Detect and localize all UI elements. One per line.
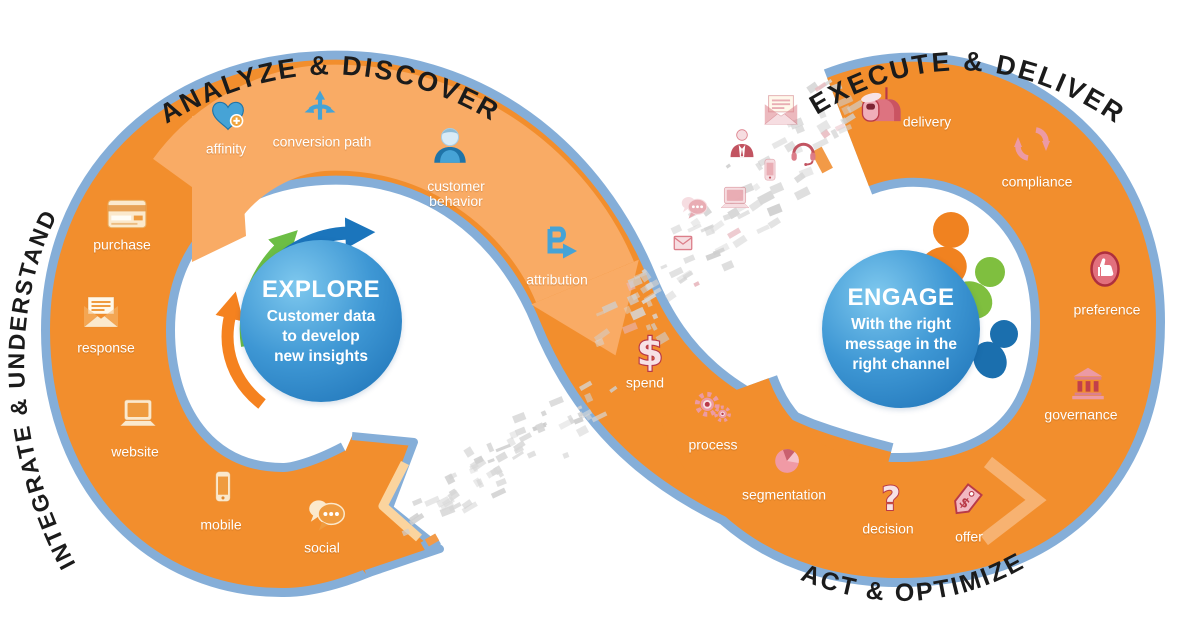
headset-icon	[787, 136, 820, 174]
band-fragments	[420, 146, 833, 553]
pie-chart-icon	[767, 449, 807, 485]
node-label: segmentation	[741, 486, 827, 503]
node-label: mobile	[200, 516, 242, 533]
question-mark-icon: ?	[871, 479, 911, 523]
node-label: customer behavior	[427, 178, 485, 209]
node-preference	[1083, 247, 1127, 296]
dollar-icon: $	[628, 329, 672, 378]
mailbox-icon	[857, 87, 905, 136]
credit-card-icon	[104, 199, 150, 241]
envelope-icon	[671, 231, 695, 260]
orange-arrow-icon	[215, 291, 266, 409]
node-label: response	[77, 339, 135, 356]
node-affinity	[207, 95, 249, 142]
node-label: spend	[625, 374, 665, 391]
node-mobile	[203, 467, 243, 512]
chevron-accent	[980, 456, 1047, 546]
businessperson-icon	[724, 126, 760, 167]
person-blue-icon	[973, 320, 1018, 379]
laptop-icon	[717, 182, 753, 223]
band-right-loop	[659, 61, 1157, 579]
node-purchase	[104, 191, 150, 242]
node-conversion-path	[300, 86, 340, 131]
node-label: governance	[1044, 406, 1118, 423]
node-offer: $	[945, 480, 987, 527]
node-label: delivery	[902, 113, 952, 130]
engage-subtitle-line3: right channel	[852, 355, 950, 373]
laptop-icon	[115, 399, 161, 443]
explore-title: EXPLORE	[261, 275, 381, 303]
routed-arrow-icon	[538, 226, 582, 269]
node-process	[692, 390, 734, 437]
node-label: process	[688, 436, 738, 453]
node-label: preference	[1073, 301, 1141, 318]
gears-icon	[692, 391, 734, 436]
svg-text:$: $	[637, 330, 663, 374]
node-segmentation	[767, 441, 807, 486]
thumbs-up-icon	[1083, 251, 1127, 295]
bank-icon	[1067, 367, 1109, 409]
node-label: affinity	[205, 140, 247, 157]
node-label: purchase	[93, 236, 151, 253]
node-social	[304, 492, 350, 543]
chat-bubbles-icon	[304, 500, 350, 542]
explore-subtitle-line1: Customer data	[266, 307, 376, 325]
pixel-trail-lower	[401, 380, 618, 537]
svg-text:?: ?	[882, 480, 901, 518]
open-envelope-icon	[79, 296, 123, 337]
node-label: conversion path	[272, 133, 372, 150]
engage-subtitle-line2: message in the	[845, 335, 957, 353]
heart-plus-icon	[207, 101, 249, 141]
node-label: offer	[955, 528, 983, 545]
node-delivery	[857, 84, 905, 137]
engage-subtitle-line1: With the right	[851, 315, 951, 333]
node-website	[115, 393, 161, 444]
engage-title: ENGAGE	[847, 283, 955, 311]
cycle-arrows-icon	[1010, 127, 1054, 170]
explore-hub: EXPLORE Customer data to develop new ins…	[240, 240, 402, 402]
engage-hub: ENGAGE With the right message in the rig…	[822, 250, 980, 408]
branch-arrows-icon	[300, 90, 340, 130]
node-spend: $	[628, 329, 672, 379]
node-label: website	[111, 443, 159, 460]
band-end-highlight	[378, 460, 422, 542]
node-decision: ?	[871, 479, 911, 524]
node-label: attribution	[526, 271, 588, 288]
chat-bubbles-icon	[678, 191, 711, 229]
node-label: social	[304, 539, 340, 556]
person-icon	[427, 128, 473, 173]
smartphone-icon	[203, 471, 243, 511]
price-tag-icon: $	[945, 483, 987, 526]
node-attribution	[538, 221, 582, 270]
node-label: decision	[862, 520, 914, 537]
node-customer-behavior	[427, 123, 473, 174]
explore-subtitle-line3: new insights	[274, 347, 368, 365]
node-governance	[1067, 363, 1109, 410]
node-label: compliance	[1001, 173, 1073, 190]
node-response	[79, 289, 123, 338]
letter-envelope-icon	[760, 88, 802, 135]
explore-subtitle-line2: to develop	[282, 327, 360, 345]
smartphone-icon	[756, 156, 784, 189]
band-light-start-edge	[192, 112, 246, 262]
node-compliance	[1010, 122, 1054, 171]
